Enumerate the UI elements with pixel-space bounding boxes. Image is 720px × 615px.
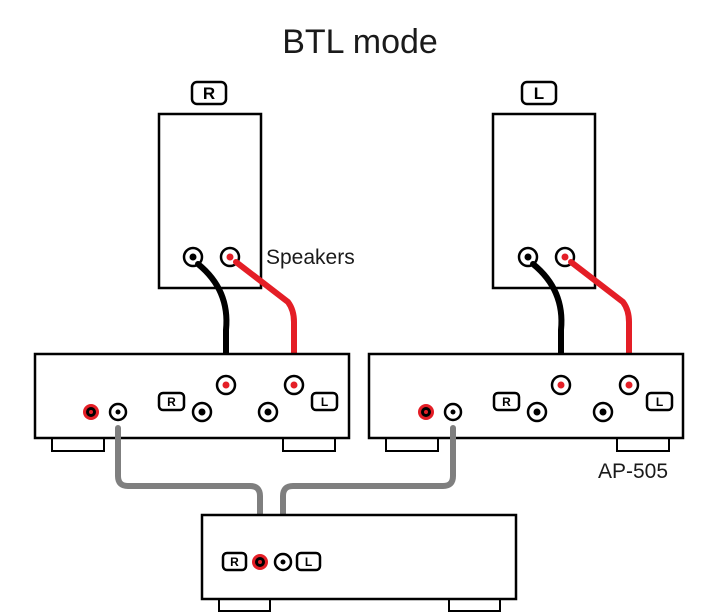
amplifier-1-rca-input-red [83, 404, 99, 420]
amplifier-2-terminal-r-negative [526, 401, 548, 423]
amplifier-1-terminal-l-positive [283, 374, 305, 396]
source-unit-badge-r-label: R [230, 555, 239, 569]
source-unit-chassis [200, 513, 518, 601]
amplifier-2-badge-r: R [492, 391, 521, 412]
speaker-right: R [157, 80, 263, 290]
amplifier-2-terminal-r-positive [550, 374, 572, 396]
diagram-title: BTL mode [282, 23, 438, 61]
amplifier-2-chassis [367, 352, 685, 440]
amplifier-1-badge-l-label: L [321, 395, 328, 409]
amplifier-1-terminal-r-positive [215, 374, 237, 396]
amplifier-1-terminal-r-negative [191, 401, 213, 423]
speakers-label: Speakers [266, 246, 355, 269]
signal-cable-amplifier-2 [280, 425, 456, 550]
amplifier-1: R L [33, 352, 351, 452]
amplifier-1-terminal-l-negative [257, 401, 279, 423]
amplifier-2-terminal-l-positive [618, 374, 640, 396]
model-label: AP-505 [598, 460, 668, 483]
source-unit-rca-output-white [273, 552, 293, 572]
source-unit-badge-r: R [221, 551, 248, 572]
speaker-right-badge-label: R [203, 84, 215, 103]
speaker-right-cabinet [157, 112, 263, 290]
source-unit-badge-l-label: L [305, 555, 312, 569]
source-unit-badge-l: L [295, 551, 322, 572]
amplifier-1-badge-r: R [157, 391, 186, 412]
amplifier-2-rca-input-white [443, 402, 463, 422]
amplifier-2-badge-r-label: R [502, 395, 511, 409]
amplifier-2-terminal-l-negative [592, 401, 614, 423]
amplifier-2-rca-input-red [418, 404, 434, 420]
signal-cable-amplifier-1 [115, 425, 263, 550]
speaker-wire-right-negative [195, 261, 230, 379]
speaker-left: L [491, 80, 597, 290]
amplifier-1-badge-l: L [310, 391, 339, 412]
speaker-left-badge-label: L [534, 84, 544, 103]
amplifier-1-rca-input-white [108, 402, 128, 422]
amplifier-2-badge-l-label: L [656, 395, 663, 409]
source-unit: R L [200, 513, 518, 612]
speaker-wire-right-positive [233, 259, 297, 379]
speaker-wire-left-negative [530, 261, 565, 379]
amplifier-1-chassis [33, 352, 351, 440]
amplifier-2: R L [367, 352, 685, 452]
amplifier-2-badge-l: L [645, 391, 674, 412]
source-unit-rca-output-red [252, 554, 268, 570]
speaker-right-badge: R [190, 80, 228, 106]
speaker-left-cabinet [491, 112, 597, 290]
amplifier-1-badge-r-label: R [167, 395, 176, 409]
speaker-wire-left-positive [568, 259, 632, 379]
speaker-left-badge: L [520, 80, 558, 106]
